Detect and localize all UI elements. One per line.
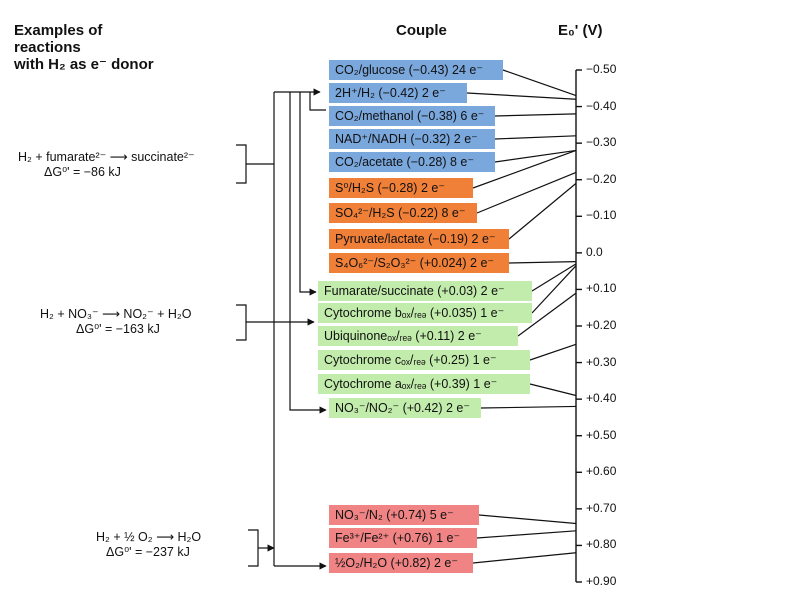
axis-heading: E₀' (V) [558,22,603,39]
couple-box: NO₃⁻/NO₂⁻ (+0.42) 2 e⁻ [329,398,481,418]
axis-tick-label: −0.10 [586,208,617,223]
couple-connector [476,171,577,214]
couple-box: S₄O₆²⁻/S₂O₃²⁻ (+0.024) 2 e⁻ [329,253,509,273]
couple-connector [508,261,577,264]
couple-connector [478,514,577,525]
couple-connector [529,343,577,361]
methanol-arrow [309,92,326,111]
couple-heading: Couple [396,22,447,39]
reaction-nitrate-equation: H₂ + NO₃⁻ ⟶ NO₂⁻ + H₂O [40,307,192,321]
couple-connector [480,405,577,409]
couple-box: Ubiquinoneₒₓ/ᵣₑₔ (+0.11) 2 e⁻ [318,326,518,346]
axis-tick-label: +0.20 [586,318,617,332]
axis-tick-label: +0.50 [586,427,617,442]
reaction-nitrate-energy: ΔG⁰' = −163 kJ [76,322,160,336]
axis-tick-label: −0.40 [586,98,617,113]
couple-box: NAD⁺/NADH (−0.32) 2 e⁻ [329,129,495,149]
oxygen-bracket [248,529,259,567]
reaction-oxygen-equation: H₂ + ½ O₂ ⟶ H₂O [96,530,202,544]
couple-connector [466,92,577,100]
axis-tick-label: +0.10 [586,281,617,296]
potential-axis [575,69,582,583]
couple-connector [508,182,577,240]
axis-tick-label: +0.30 [586,354,617,369]
axis-tick-label: +0.70 [586,500,617,515]
left-heading-line-2: reactions [14,39,81,56]
couple-box: S⁰/H₂S (−0.28) 2 e⁻ [329,178,473,198]
axis-tick-label: +0.60 [586,464,617,479]
couple-box: Cytochrome aₒₓ/ᵣₑₔ (+0.39) 1 e⁻ [318,374,530,394]
couple-connector [472,149,577,189]
couple-box: Fe³⁺/Fe²⁺ (+0.76) 1 e⁻ [329,528,477,548]
left-column-heading: Examples of reactions with H₂ as e⁻ dono… [14,22,154,73]
axis-tick-label: +0.40 [586,391,617,406]
couple-connector [494,149,577,163]
axis-tick-label: +0.80 [586,537,617,552]
reaction-nitrate: H₂ + NO₃⁻ ⟶ NO₂⁻ + H₂O ΔG⁰' = −163 kJ [40,307,191,337]
couple-box: Fumarate/succinate (+0.03) 2 e⁻ [318,281,532,301]
reaction-fumarate: H₂ + fumarate²⁻ ⟶ succinate²⁻ ΔG⁰' = −86… [18,150,195,180]
couple-box: ½O₂/H₂O (+0.82) 2 e⁻ [329,553,473,573]
couple-box: SO₄²⁻/H₂S (−0.22) 8 e⁻ [329,203,477,223]
fumarate-bracket [236,144,247,184]
couple-box: CO₂/glucose (−0.43) 24 e⁻ [329,60,503,80]
left-heading-line-1: Examples of [14,22,103,39]
axis-tick-label: −0.50 [586,62,617,76]
fumarate-product-arrow [299,92,317,296]
couple-connector [476,530,577,539]
couple-connector [531,265,577,314]
couple-box: CO₂/methanol (−0.38) 6 e⁻ [329,106,495,126]
couple-box: Pyruvate/lactate (−0.19) 2 e⁻ [329,229,509,249]
axis-tick-label: −0.30 [586,135,617,150]
couple-connector [517,292,577,337]
couple-connector [472,552,577,564]
axis-tick-label: 0.0 [586,244,603,259]
couple-box: 2H⁺/H₂ (−0.42) 2 e⁻ [329,83,467,103]
reaction-fumarate-equation: H₂ + fumarate²⁻ ⟶ succinate²⁻ [18,150,195,164]
couple-connector [494,113,577,117]
couple-connector [531,263,577,292]
couple-box: CO₂/acetate (−0.28) 8 e⁻ [329,152,495,172]
nitrate-product-arrow [289,92,327,414]
reaction-oxygen: H₂ + ½ O₂ ⟶ H₂O ΔG⁰' = −237 kJ [96,530,201,560]
couple-connector [502,69,577,97]
nitrate-bracket [236,304,247,341]
left-heading-line-3: with H₂ as e⁻ donor [14,56,154,73]
axis-tick-label: −0.20 [586,171,617,186]
axis-tick-label: +0.90 [586,574,617,588]
reaction-oxygen-energy: ΔG⁰' = −237 kJ [106,545,190,559]
couple-connector [494,135,577,140]
couple-box: NO₃⁻/N₂ (+0.74) 5 e⁻ [329,505,479,525]
reaction-fumarate-energy: ΔG⁰' = −86 kJ [44,165,121,179]
couple-connector [529,383,577,397]
couple-box: Cytochrome cₒₓ/ᵣₑₔ (+0.25) 1 e⁻ [318,350,530,370]
couple-box: Cytochrome bₒₓ/ᵣₑₔ (+0.035) 1 e⁻ [318,303,532,323]
